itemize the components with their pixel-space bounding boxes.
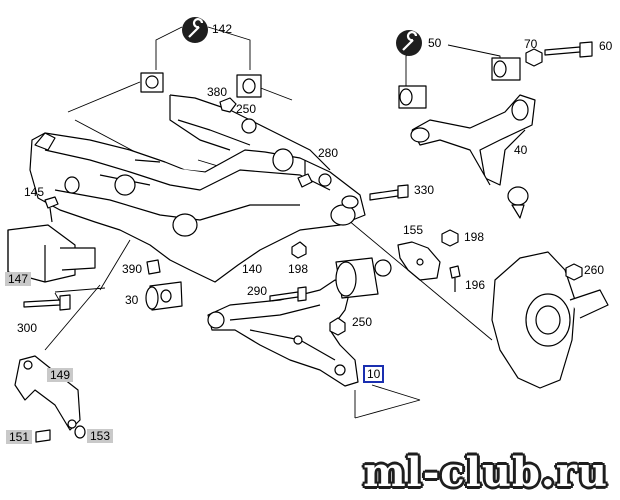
label-300[interactable]: 300: [17, 321, 37, 335]
label-196[interactable]: 196: [465, 278, 485, 292]
bolt-330: [369, 184, 409, 201]
bolt-290: [269, 286, 307, 302]
label-155[interactable]: 155: [403, 223, 423, 237]
label-142[interactable]: 142: [212, 22, 232, 36]
watermark: ml-club.ru: [363, 449, 608, 496]
bolt-300: [23, 294, 71, 311]
nut-250-lower: [329, 317, 346, 336]
label-250-lower[interactable]: 250: [352, 315, 372, 329]
nut-280: [297, 160, 313, 188]
lower-control-arm-10: [207, 279, 359, 387]
label-30[interactable]: 30: [125, 293, 139, 307]
wrench-icon: [396, 30, 422, 56]
bracket-147: [7, 224, 96, 283]
label-10-selected[interactable]: 10: [363, 365, 385, 383]
label-390[interactable]: 390: [122, 262, 142, 276]
subframe-bushings: [64, 148, 359, 237]
label-147[interactable]: 147: [5, 272, 32, 286]
label-151[interactable]: 151: [6, 430, 33, 444]
bolt-60: [544, 41, 593, 58]
nut-70: [525, 48, 543, 67]
bushing-30: [145, 281, 183, 311]
wrench-icon: [182, 17, 208, 43]
label-280[interactable]: 280: [318, 146, 338, 160]
hardware-380-250: [219, 97, 257, 134]
label-70[interactable]: 70: [524, 37, 538, 51]
lower-arm-bushing: [335, 257, 392, 299]
bolt-145: [44, 196, 59, 223]
label-140[interactable]: 140: [242, 262, 262, 276]
label-330[interactable]: 330: [414, 183, 434, 197]
bump-stop-390: [146, 259, 161, 275]
label-198-right[interactable]: 198: [464, 230, 484, 244]
part-labels: 142 50 70 60 380 250 280 40 145 330 155 …: [17, 22, 613, 335]
label-380[interactable]: 380: [207, 85, 227, 99]
label-50[interactable]: 50: [428, 36, 442, 50]
washer-153: [74, 425, 86, 439]
label-149[interactable]: 149: [47, 368, 74, 382]
bushing-142-left: [140, 72, 164, 93]
nut-198-lower: [291, 241, 307, 259]
bushing-142-right: [236, 74, 262, 98]
nut-198-right: [441, 229, 459, 247]
bolt-196: [449, 265, 461, 292]
label-250-upper[interactable]: 250: [236, 102, 256, 116]
bracket-149: [14, 355, 81, 431]
label-60[interactable]: 60: [599, 39, 613, 53]
bracket-155: [397, 241, 441, 281]
label-198-lower[interactable]: 198: [288, 262, 308, 276]
label-153[interactable]: 153: [87, 429, 114, 443]
label-40[interactable]: 40: [514, 143, 528, 157]
steering-knuckle: [491, 251, 609, 389]
label-290[interactable]: 290: [247, 284, 267, 298]
bushing-50-left: [398, 85, 427, 109]
upper-control-arm-40: [410, 94, 536, 219]
label-260[interactable]: 260: [584, 263, 604, 277]
bolt-151: [35, 429, 51, 443]
bushing-50-right: [491, 57, 521, 81]
label-145[interactable]: 145: [24, 185, 44, 199]
